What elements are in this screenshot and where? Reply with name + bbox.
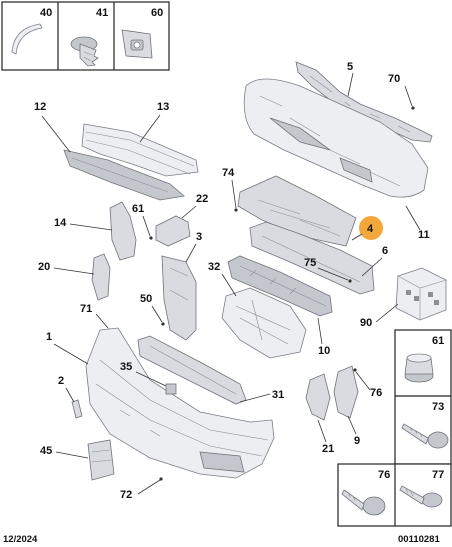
callout-61-bracket: 61 [132,203,144,215]
callout-14: 14 [54,217,67,229]
callout-74: 74 [222,167,235,179]
front-grille [63,123,199,201]
callout-11: 11 [418,229,430,241]
impact-absorber [249,221,375,295]
bracket-9 [333,365,359,419]
callout-5: 5 [347,61,353,73]
under-shield [237,175,357,247]
trim-clip-strip-icon [11,23,43,55]
callout-76-bracket: 76 [370,387,382,399]
right-fastener-box: 61 73 [394,329,452,465]
callout-73: 73 [432,401,444,413]
callout-32: 32 [208,261,220,273]
callout-41: 41 [96,7,108,19]
callout-35: 35 [120,361,132,373]
callout-76: 76 [378,469,390,481]
screw-73-icon [401,423,449,449]
callout-77: 77 [432,469,444,481]
callout-20: 20 [38,261,50,273]
callout-61: 61 [432,335,444,347]
callout-40: 40 [40,7,52,19]
skid-plate [221,287,307,359]
headlamp-bracket [155,215,191,247]
callout-60: 60 [151,7,163,19]
callout-3: 3 [196,231,202,243]
lower-beam [227,255,333,317]
callout-90: 90 [360,317,372,329]
push-rivet-icon [70,36,99,67]
callout-4: 4 [367,223,374,235]
callout-4-highlight [359,216,383,240]
flange-nut-icon [404,353,434,383]
bumper-cover [243,78,429,198]
callout-72: 72 [120,489,132,501]
screw-77-icon [399,485,443,508]
bracket-20 [91,253,111,301]
callout-10: 10 [318,345,330,357]
callout-21: 21 [322,443,334,455]
callout-45: 45 [40,445,52,457]
footer-code: 00110281 [398,534,440,545]
callout-31: 31 [272,389,284,401]
top-parts-box: 40 41 60 [1,1,170,71]
bracket-2 [71,399,83,419]
callout-9: 9 [354,435,360,447]
fastener-kit [395,267,447,321]
callout-22: 22 [196,193,208,205]
lower-bumper [85,327,275,479]
callout-12: 12 [34,101,46,113]
callout-50: 50 [140,293,152,305]
callout-1: 1 [46,331,52,343]
side-bracket-left [109,201,137,261]
clip-nut-icon [121,29,153,59]
callout-13: 13 [157,101,169,113]
callout-71: 71 [80,303,92,315]
bracket-21 [305,373,331,421]
callout-70: 70 [388,73,400,85]
footer-date: 12/2024 [3,534,38,545]
screw-76-icon [341,489,386,516]
upper-reinforcement [295,61,433,143]
side-support [161,255,197,341]
callout-75: 75 [304,257,316,269]
callout-6: 6 [382,245,388,257]
callout-2: 2 [58,375,64,387]
mount-45 [87,439,115,481]
bottom-fastener-box: 76 77 [337,463,452,527]
